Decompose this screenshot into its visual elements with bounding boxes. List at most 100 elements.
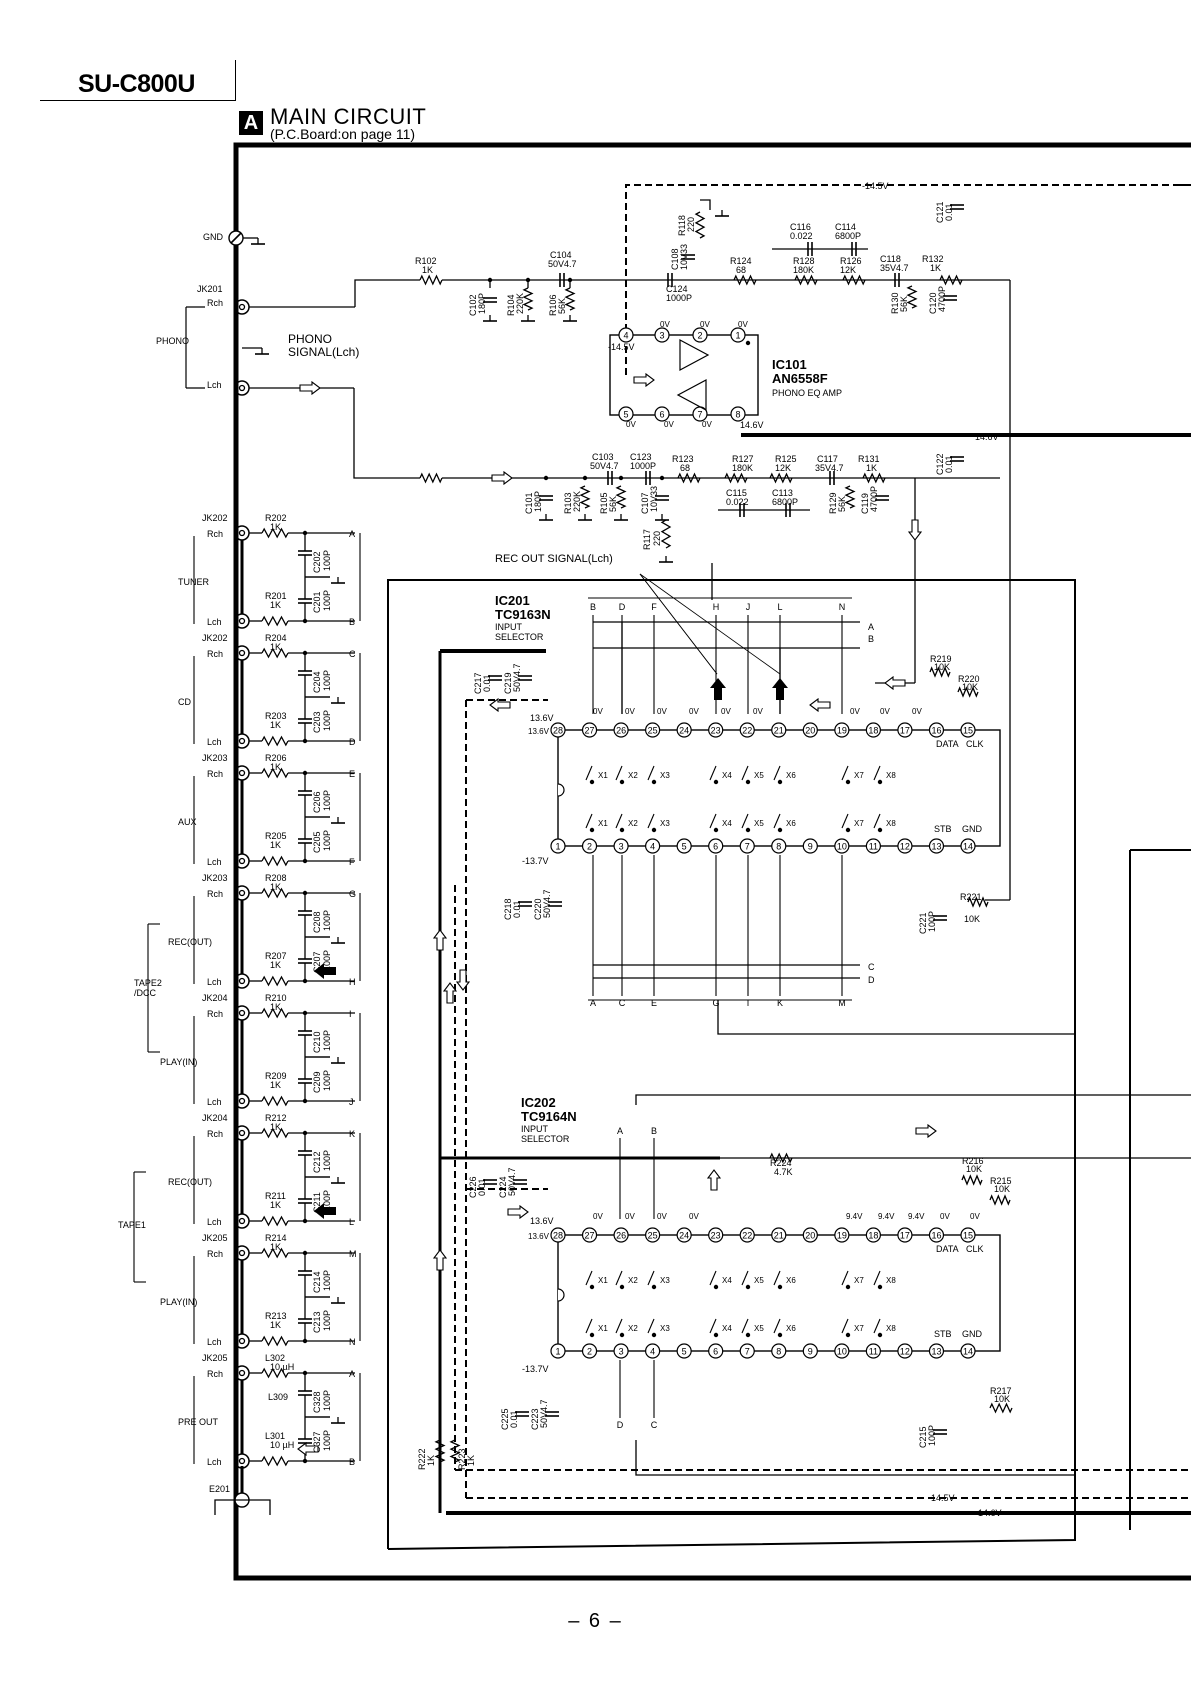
bot-shunt-2-ref: R105 (599, 492, 609, 514)
ic201-pin-3-number: 3 (619, 842, 624, 852)
rec-out-arrow-tape1 (314, 1203, 336, 1219)
wire (635, 1440, 1075, 1476)
input-group-1-r2 (261, 735, 289, 747)
top-shunt-2-val: 56K (557, 298, 567, 314)
input-group-6-name: PLAY(IN) (160, 1297, 197, 1307)
ic201-pin-1-number: 1 (555, 842, 560, 852)
ic202-c224-val: 50V4.7 (507, 1167, 517, 1196)
junction-dot (651, 1332, 657, 1338)
input-group-6-rch-jack (238, 1249, 246, 1257)
ic201-pin-1 (550, 838, 566, 854)
input-group-1-rch-jack (238, 649, 246, 657)
r129-val: 56K (837, 496, 847, 512)
ic101-opamp-b (676, 378, 707, 412)
ic201-pin-16-number: 16 (931, 726, 941, 736)
ic101-pin-2 (692, 327, 708, 343)
input-group-7-r2 (261, 1455, 289, 1467)
top-shunt-1-ref: R104 (506, 294, 516, 316)
ic202-switch-top-1-label: X1 (598, 1276, 608, 1285)
ic201-pin-5-number: 5 (682, 842, 687, 852)
input-group-3-bus-1: G (349, 889, 356, 899)
ic202-switch-top-3 (647, 1270, 655, 1286)
ic201-switch-top-7 (841, 765, 849, 781)
ic201-r220 (957, 686, 979, 698)
input-group-1-bus-1: C (349, 649, 356, 659)
ic201-c220-ref: C220 (533, 898, 543, 920)
ic201-pin-19 (834, 722, 850, 738)
input-group-2-bus-2: F (349, 857, 355, 867)
junction-dot (619, 1332, 625, 1338)
input-group-6-r2-ref: R213 (265, 1311, 287, 1321)
ic202-r224 (769, 1152, 793, 1164)
junction-dot (877, 1284, 883, 1290)
ic201-pin-27-number: 27 (585, 726, 595, 736)
ic202-pin-21 (771, 1227, 787, 1243)
ic202-data-label: DATA (936, 1244, 959, 1254)
ic201-pin-23 (708, 722, 724, 738)
ic201-top-letter-J: J (746, 602, 751, 612)
ic201-pin-3 (613, 838, 629, 854)
ic201-top-0v-a: 0V (850, 707, 860, 716)
ic202-pin-4 (645, 1343, 661, 1359)
input-group-6-lch: Lch (207, 1337, 222, 1347)
ic202-pin-28-number: 28 (553, 1231, 563, 1241)
ic202-top-0v-2: 0V (657, 1212, 667, 1221)
junction-dot (777, 779, 783, 785)
r125-val: 12K (775, 463, 791, 473)
ic101-pin-6 (654, 406, 670, 422)
ic101-pin1-marker (745, 340, 751, 346)
ic202-c224-ref: C224 (498, 1176, 508, 1198)
ic201-bus-b: B (868, 634, 874, 644)
junction-dot (845, 827, 851, 833)
input-group-2-c2-val: 100P (322, 830, 332, 851)
input-group-2-r2 (261, 855, 289, 867)
input-group-1-bus-2: D (349, 737, 356, 747)
input-group-0-c2-ref: C201 (312, 591, 322, 613)
ic101-0v-3: 0V (660, 320, 670, 329)
c121-val: 0.01 (944, 203, 954, 221)
input-group-3-rch: Rch (207, 889, 223, 899)
input-group-1-name: CD (178, 697, 191, 707)
ic201-top-letter-H: H (713, 602, 720, 612)
ic202-top-letter-B: B (651, 1126, 657, 1136)
ic202-r216 (961, 1174, 983, 1186)
r102-ref: R102 (415, 256, 437, 266)
ic202-desc-1: INPUT (521, 1124, 549, 1134)
junction-dot (619, 779, 625, 785)
input-group-6-bus-2: N (349, 1337, 356, 1347)
junction-dot (877, 827, 883, 833)
input-group-5-r1-val: 1K (270, 1122, 281, 1132)
ic201-pin-2-number: 2 (587, 842, 592, 852)
r118-val: 220 (686, 217, 696, 232)
ic201-pin-9 (802, 838, 818, 854)
r117-val: 220 (652, 531, 662, 546)
input-group-7-c2-ref: C327 (312, 1431, 322, 1453)
r132 (939, 274, 963, 286)
c114-val: 6800P (835, 231, 861, 241)
ic201-pin-14 (960, 838, 976, 854)
c119-val: 4700P (869, 486, 879, 512)
c118-ref: C118 (880, 254, 901, 264)
ic202-vpos-pin: 13.6V (528, 1232, 550, 1241)
r131-val: 1K (866, 463, 877, 473)
c122-ref: C122 (935, 453, 945, 475)
top-shunt-0-ref: C102 (468, 294, 478, 316)
ic202-pin-22 (739, 1227, 755, 1243)
r126-val: 12K (840, 265, 856, 275)
tape2-dcc-label: /DCC (134, 988, 156, 998)
neg-rail-top (625, 184, 1191, 375)
ic201-pin-12 (897, 838, 913, 854)
ic201-switch-bot-8 (873, 813, 881, 829)
r102-val: 1K (422, 265, 433, 275)
ic201-pin-20 (802, 722, 818, 738)
ic202-r217 (989, 1402, 1013, 1414)
ic201-pin-21-number: 21 (774, 726, 784, 736)
ic201-pin-19-number: 19 (837, 726, 847, 736)
ic201-pin-12-number: 12 (900, 842, 910, 852)
vdd-arrow-2 (442, 982, 458, 1004)
phono-lch-jack (238, 384, 246, 392)
ic201-vpos: 13.6V (530, 713, 554, 723)
input-group-2-lch: Lch (207, 857, 222, 867)
ic201-ref: IC201 (495, 593, 530, 608)
ic202-pin-15 (960, 1227, 976, 1243)
